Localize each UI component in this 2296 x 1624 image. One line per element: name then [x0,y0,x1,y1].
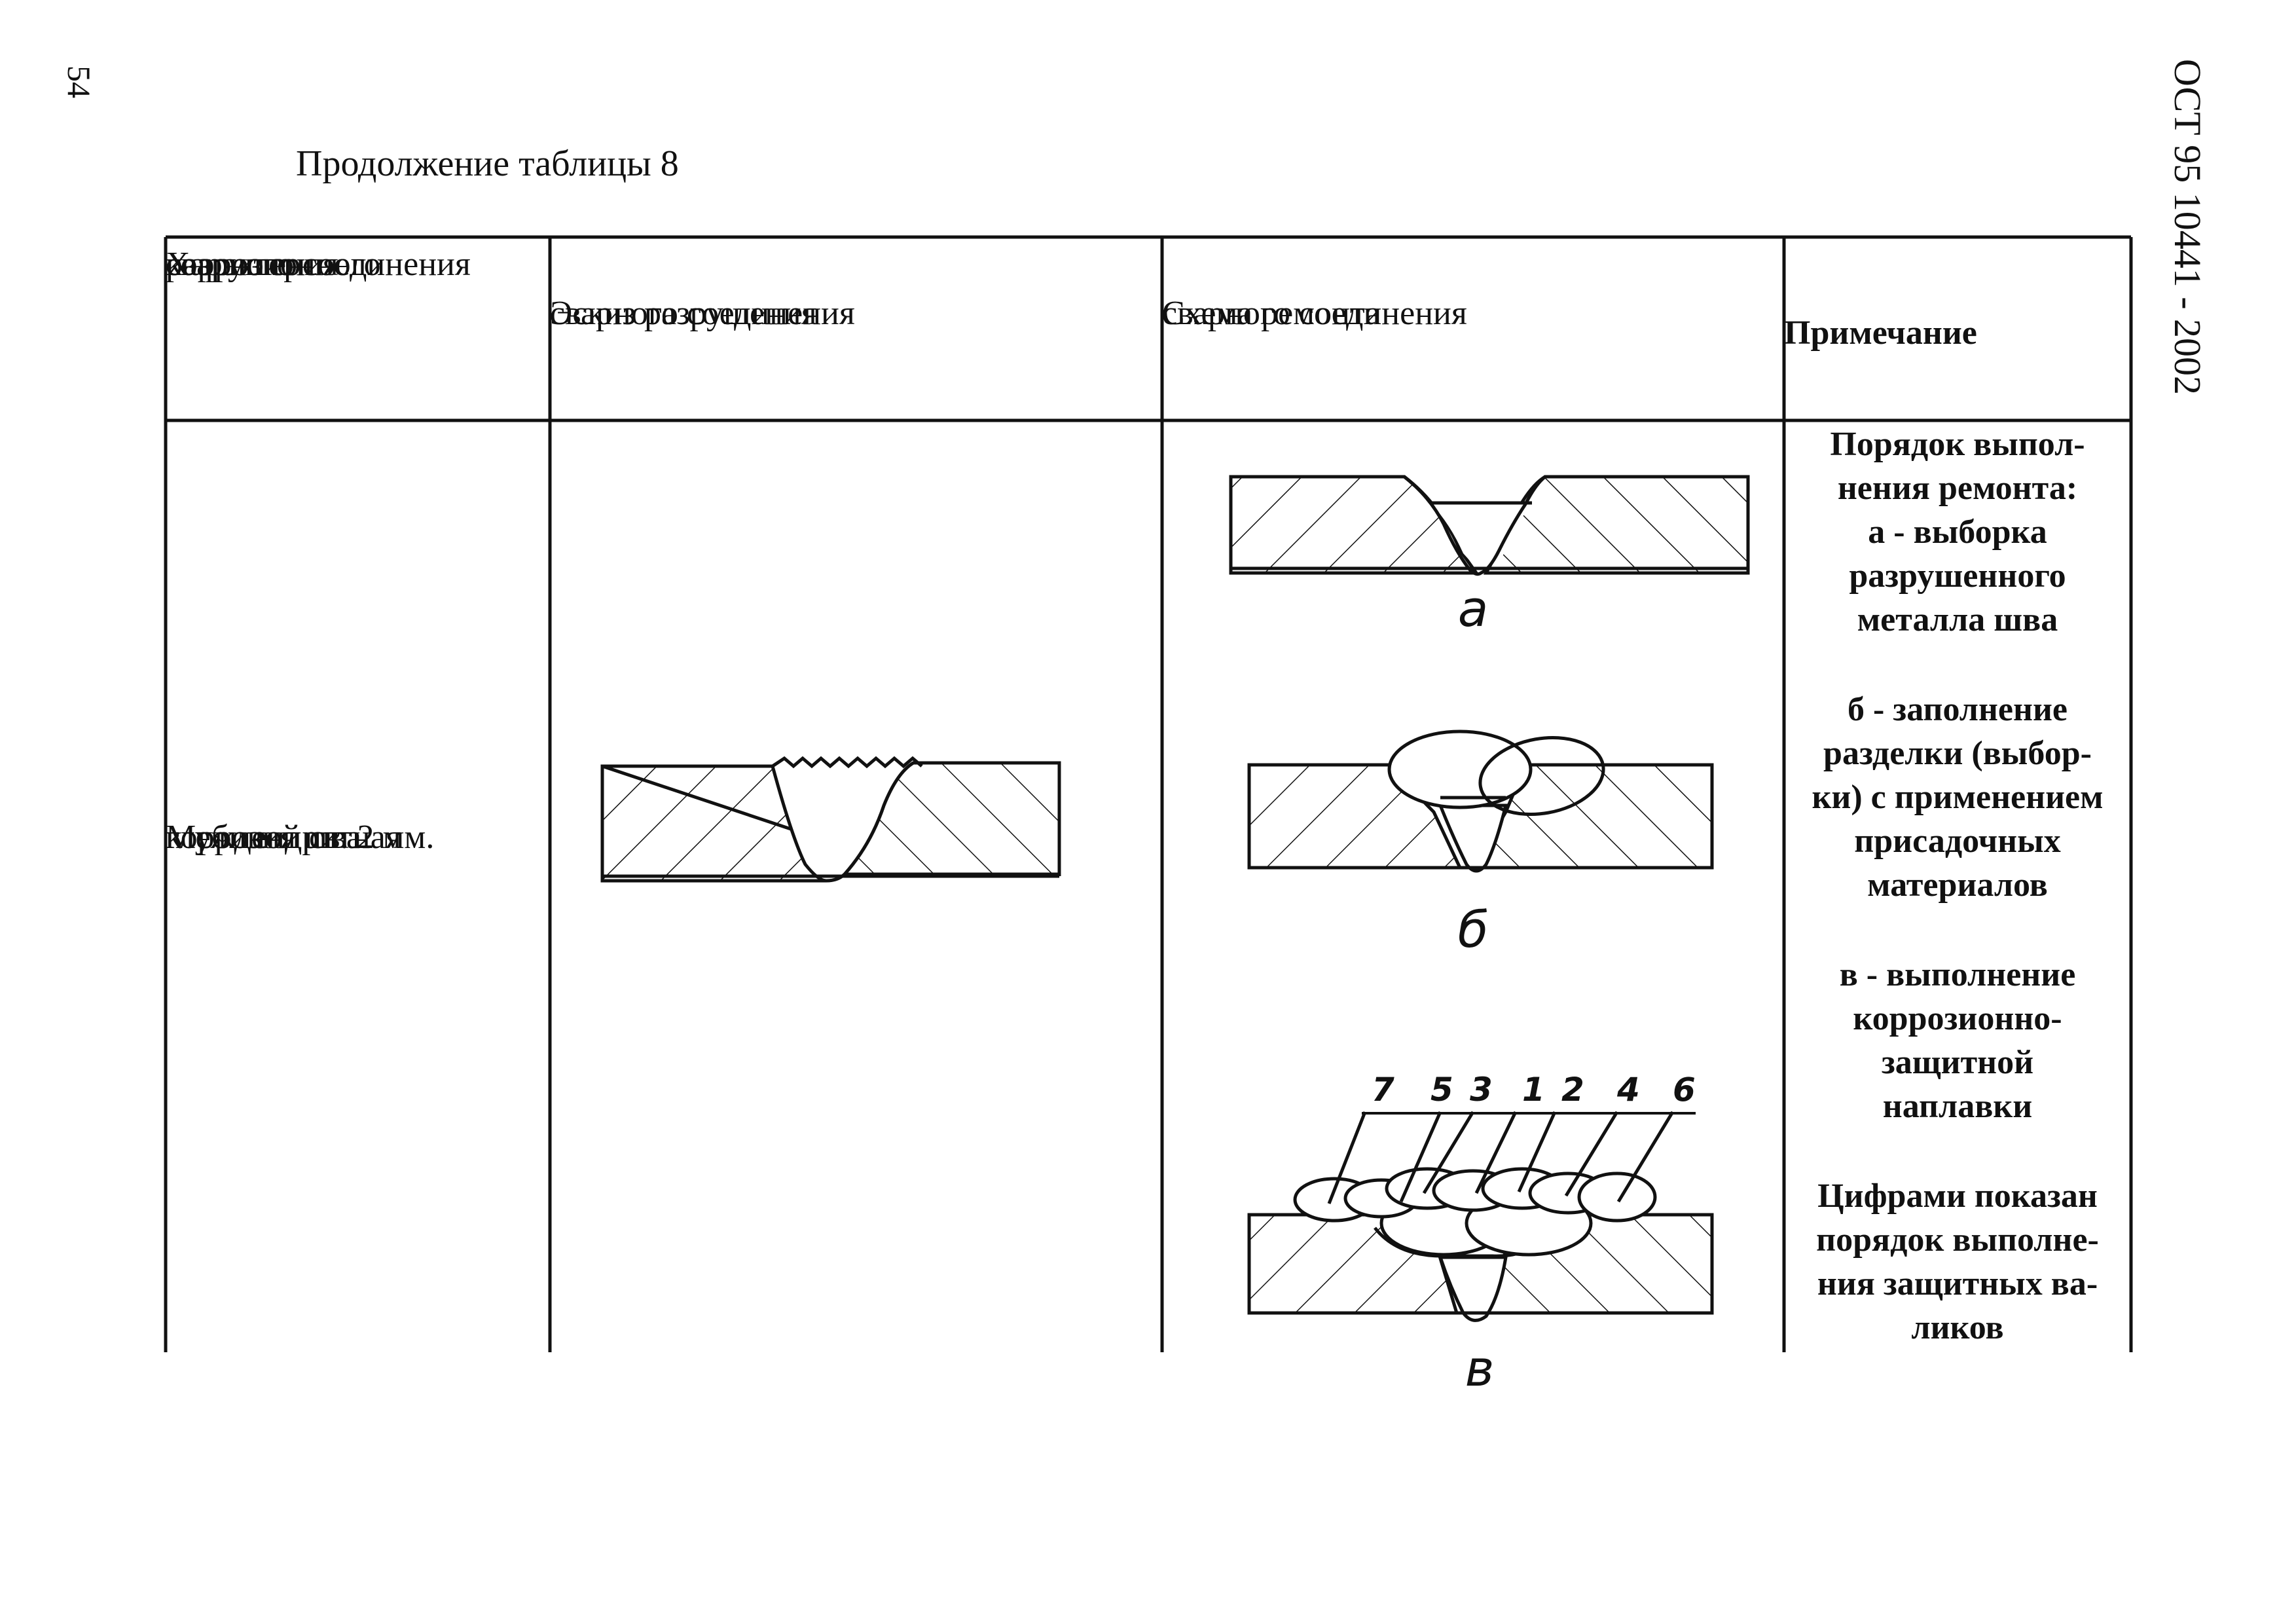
note-c-line: защитной [1881,1044,2034,1081]
scheme-label-a: а [1457,580,1489,638]
bead-label-4: 4 [1617,1071,1640,1109]
note-d-line: ликов [1911,1309,2004,1346]
note-a-line: Порядок выпол- [1830,426,2085,463]
repair-scheme-v [1247,1111,1714,1322]
note-a-line: разрушенного [1849,557,2066,595]
note-a-line: а - выборка [1868,513,2047,551]
note-a-line: нения ремонта: [1837,470,2078,507]
note-d-line: порядок выполне- [1816,1221,2099,1259]
repair-scheme-a [1229,475,1750,576]
note-b-line: б - заполнение [1847,691,2068,728]
note-a-line: металла шва [1857,601,2058,638]
note-b-line: ки) с применением [1812,779,2104,816]
repair-scheme-b [1247,729,1714,873]
destruction-sketch [600,756,1061,883]
bead-labels-underline [1362,1112,1696,1115]
note-b-line: разделки (выбор- [1823,735,2092,772]
bead-label-3: 3 [1470,1071,1493,1109]
bead-label-6: 6 [1673,1071,1696,1109]
bead-label-5: 5 [1430,1071,1453,1109]
bead-label-7: 7 [1372,1071,1394,1109]
bead-label-2: 2 [1561,1071,1584,1109]
note-b-line: присадочных [1854,822,2061,860]
note-d-line: Цифрами показан [1817,1177,2098,1215]
note-c-line: в - выполнение [1839,956,2076,993]
note-d-line: ния защитных ва- [1817,1265,2098,1302]
note-b-line: материалов [1867,866,2048,904]
note-c-line: коррозионно- [1853,1000,2062,1037]
bead-label-1: 1 [1522,1071,1545,1109]
scheme-label-b: б [1457,900,1489,959]
table-caption: Продолжение таблицы 8 [296,143,679,184]
scheme-label-v: в [1465,1339,1495,1397]
cell-notes: Порядок выпол- нения ремонта: а - выборк… [1784,422,2131,1350]
table-grid [164,235,2133,1352]
note-c-line: наплавки [1882,1088,2033,1125]
